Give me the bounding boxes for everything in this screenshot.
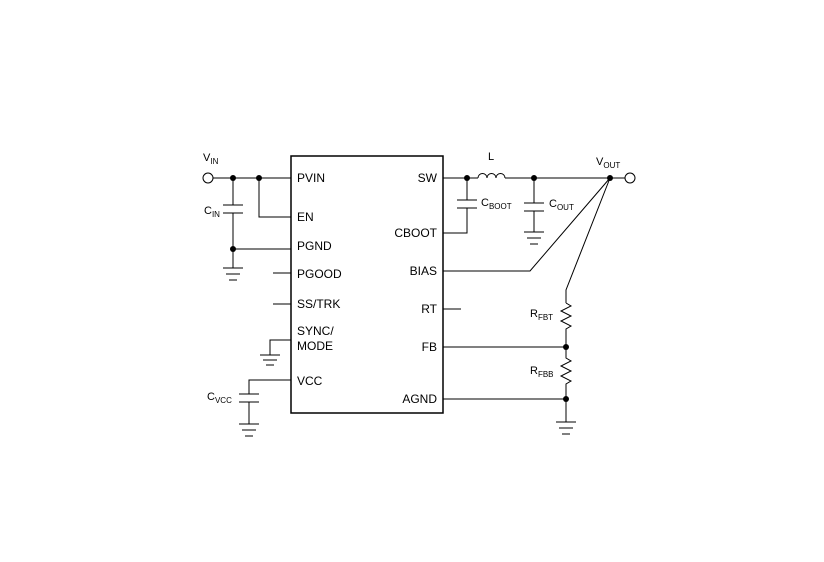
cout-capacitor [524,178,544,232]
sync-mode-wire [269,339,291,355]
vout-terminal [624,172,636,184]
vout-label: VOUT [596,156,620,170]
ic-body [290,155,444,414]
pin-pvin-label: PVIN [297,171,325,185]
cvcc-label: CVCC [207,391,232,405]
vcc-wire [248,379,291,394]
pin-pgood-label: PGOOD [297,267,342,281]
pin-cboot-label: CBOOT [394,226,437,240]
pin-agnd-label: AGND [402,392,437,406]
pin-en-label: EN [297,210,314,224]
rfbt-resistor [559,302,573,348]
pin-bias-label: BIAS [410,264,437,278]
en-wire [258,178,291,218]
ground-icon [524,231,544,245]
rfbb-label: RFBB [530,365,554,379]
pin-sync-label: SYNC/ [297,324,334,338]
vin-terminal [202,172,214,184]
pin-pgnd-label: PGND [297,239,332,253]
junction-dot [563,396,569,402]
pin-sstrk-label: SS/TRK [297,297,340,311]
cin-label: CIN [204,205,220,219]
vin-label: VIN [203,152,219,166]
rfbt-label: RFBT [530,308,553,322]
cboot-capacitor [443,178,477,234]
inductor-coil [477,173,610,179]
pin-mode-label: MODE [297,339,333,353]
pin-sw-label: SW [418,171,438,185]
cin-capacitor [223,178,243,268]
cout-label: COUT [549,198,574,212]
pin-vcc-label: VCC [297,374,323,388]
pin-fb-label: FB [422,340,437,354]
pin-rt-label: RT [421,302,437,316]
ground-icon [260,354,280,366]
ground-icon [223,267,243,281]
ground-icon [556,421,576,435]
rfbb-resistor [559,347,573,422]
feedback-wire [565,177,611,303]
inductor-label: L [488,151,494,163]
ground-icon [239,423,259,437]
bias-wire [443,177,611,272]
cvcc-capacitor [239,393,259,424]
cboot-label: CBOOT [481,197,512,211]
